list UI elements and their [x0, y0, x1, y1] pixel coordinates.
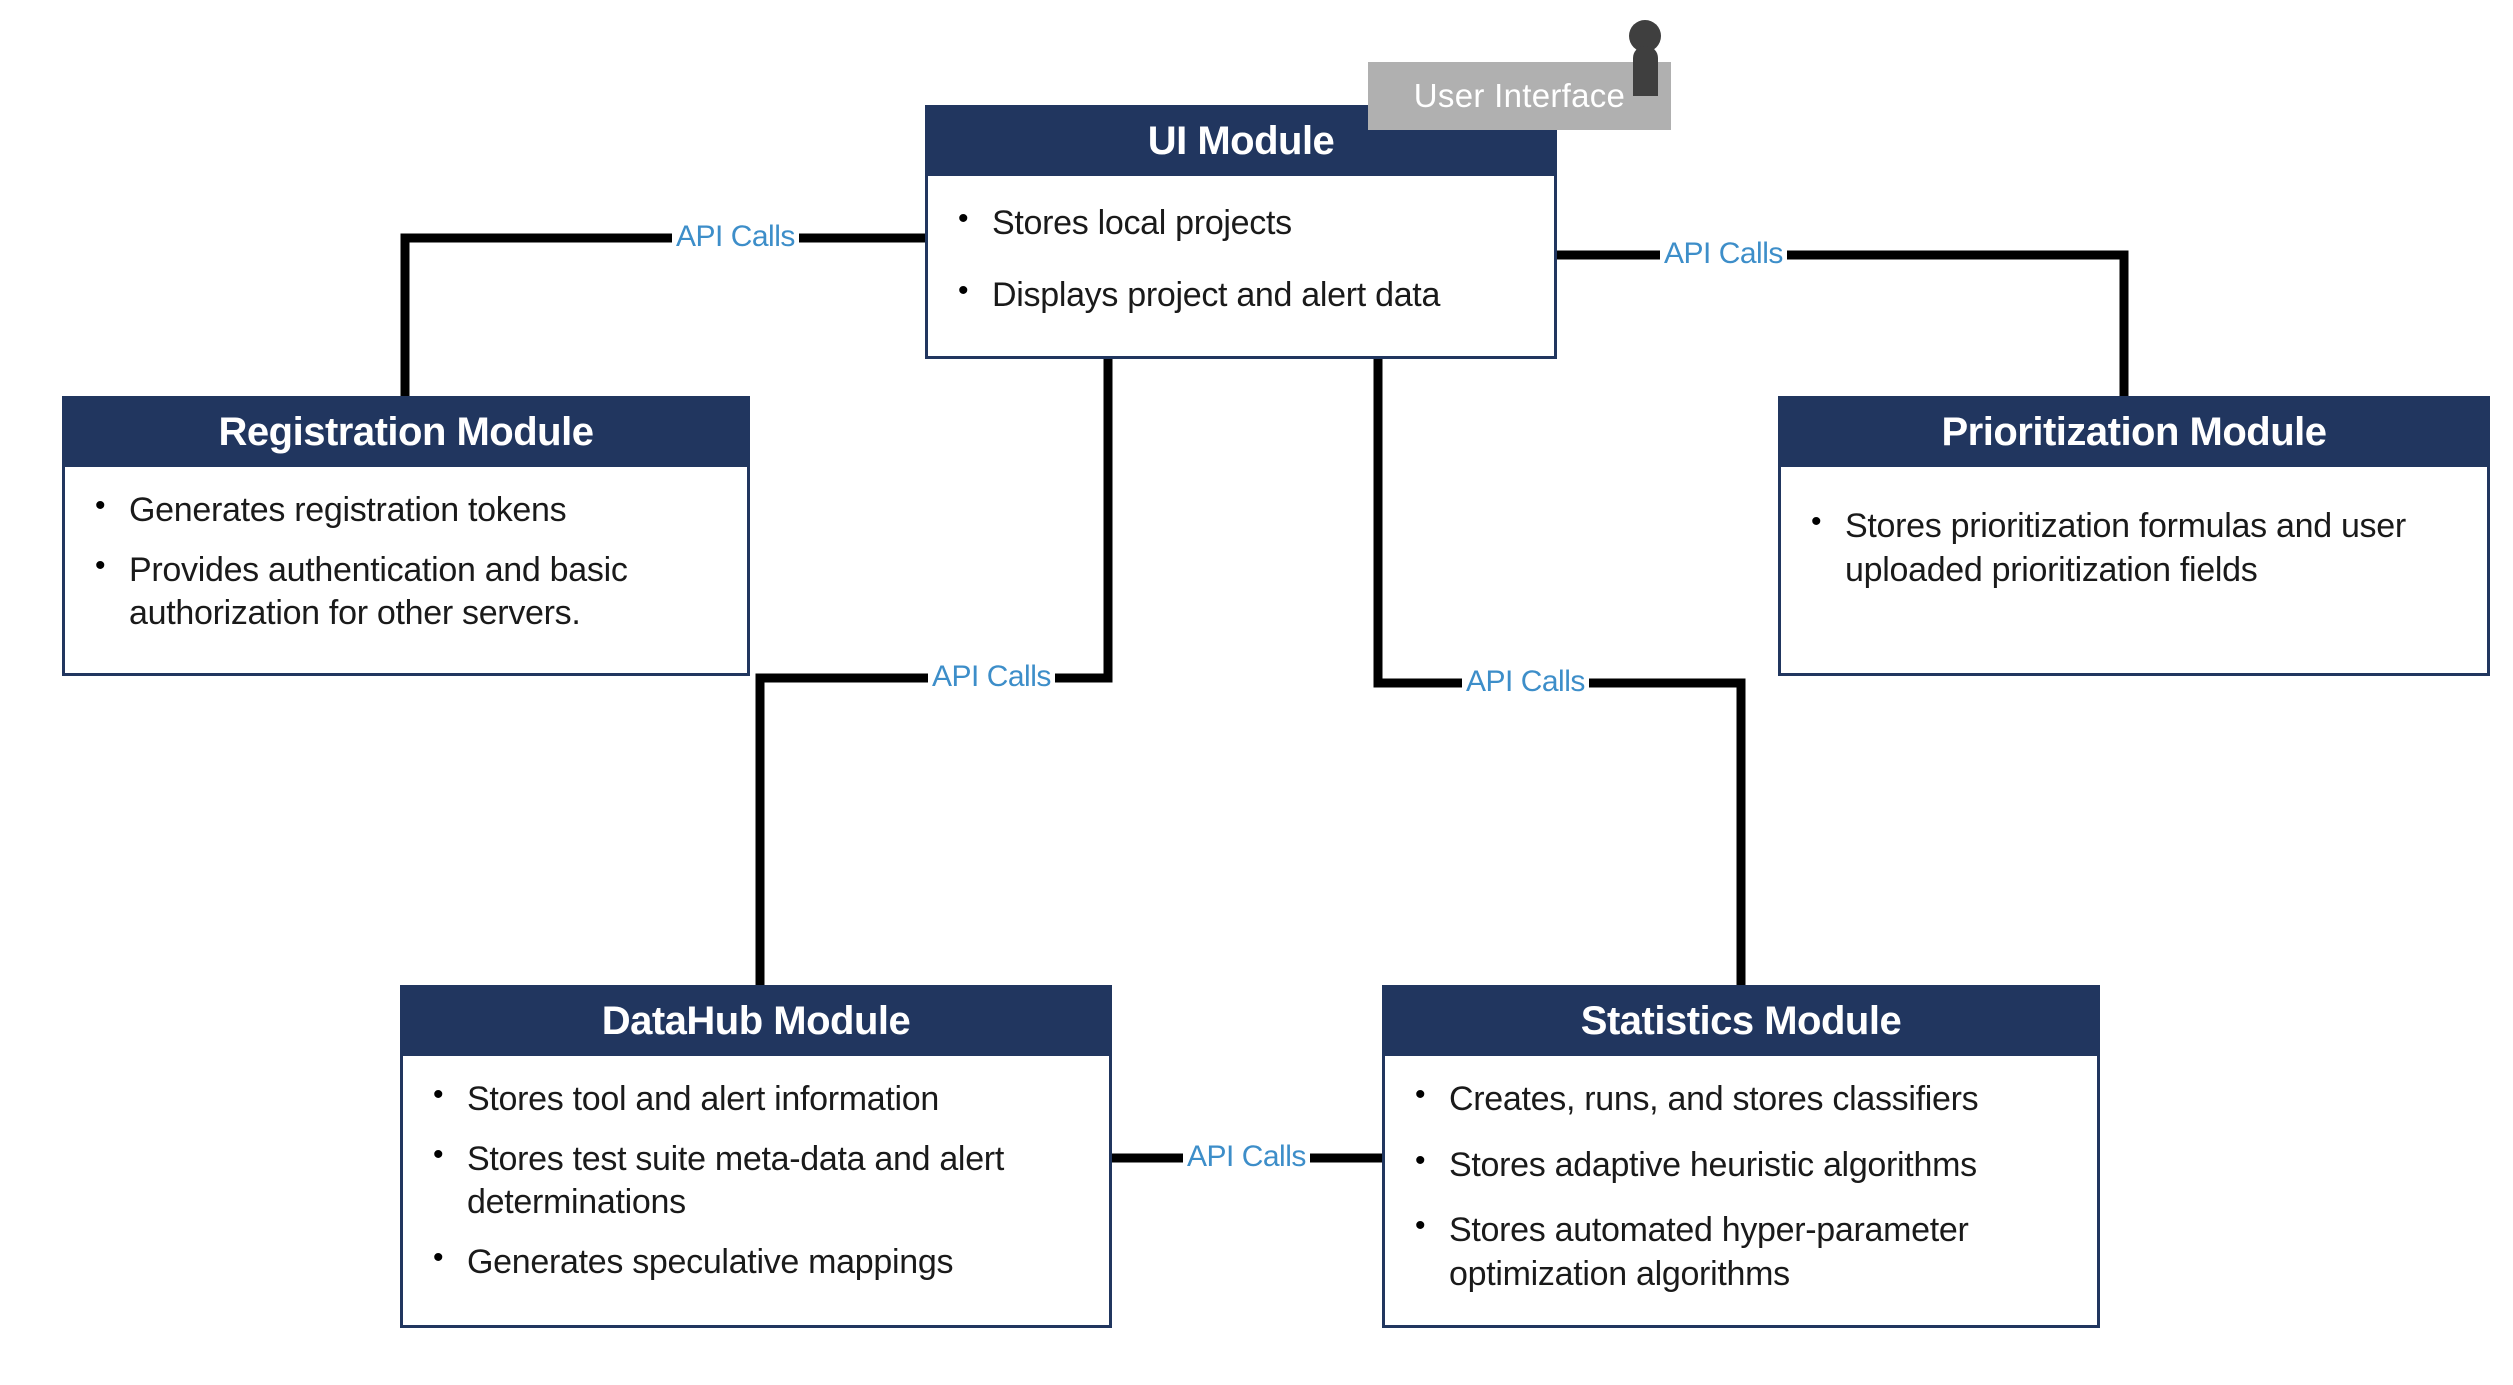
list-item: Creates, runs, and stores classifiers: [1401, 1076, 2081, 1122]
module-prioritization[interactable]: Prioritization Module Stores prioritizat…: [1778, 396, 2490, 676]
module-datahub-title: DataHub Module: [403, 988, 1109, 1056]
module-statistics-title: Statistics Module: [1385, 988, 2097, 1056]
module-statistics[interactable]: Statistics Module Creates, runs, and sto…: [1382, 985, 2100, 1328]
module-datahub-body: Stores tool and alert information Stores…: [403, 1056, 1109, 1325]
module-prioritization-body: Stores prioritization formulas and user …: [1781, 467, 2487, 673]
list-item: Stores prioritization formulas and user …: [1797, 503, 2471, 592]
module-registration[interactable]: Registration Module Generates registrati…: [62, 396, 750, 676]
connector-ui-registration: [400, 233, 930, 401]
module-prioritization-bullets: Stores prioritization formulas and user …: [1797, 503, 2471, 592]
list-item: Stores adaptive heuristic algorithms: [1401, 1142, 2081, 1188]
edge-label-ui-statistics: API Calls: [1462, 667, 1589, 697]
connector-ui-prioritization: [1552, 250, 2129, 401]
module-datahub[interactable]: DataHub Module Stores tool and alert inf…: [400, 985, 1112, 1328]
module-ui-body: Stores local projects Displays project a…: [928, 176, 1554, 356]
user-interface-actor-label: User Interface: [1368, 62, 1671, 130]
list-item: Stores automated hyper-parameter optimiz…: [1401, 1207, 2081, 1296]
list-item: Generates registration tokens: [81, 487, 731, 533]
module-datahub-bullets: Stores tool and alert information Stores…: [419, 1076, 1093, 1285]
module-registration-title: Registration Module: [65, 399, 747, 467]
module-ui[interactable]: UI Module Stores local projects Displays…: [925, 105, 1557, 359]
edge-label-ui-prioritization: API Calls: [1660, 239, 1787, 269]
person-actor-icon: [1622, 20, 1668, 96]
edge-label-ui-registration: API Calls: [672, 222, 799, 252]
edge-label-datahub-statistics: API Calls: [1183, 1142, 1310, 1172]
user-interface-actor-text: User Interface: [1413, 77, 1626, 114]
module-ui-bullets: Stores local projects Displays project a…: [944, 200, 1538, 318]
module-registration-bullets: Generates registration tokens Provides a…: [81, 487, 731, 636]
list-item: Stores tool and alert information: [419, 1076, 1093, 1122]
list-item: Generates speculative mappings: [419, 1239, 1093, 1285]
module-registration-body: Generates registration tokens Provides a…: [65, 467, 747, 673]
module-statistics-body: Creates, runs, and stores classifiers St…: [1385, 1056, 2097, 1328]
list-item: Stores test suite meta-data and alert de…: [419, 1136, 1093, 1225]
actor-body-shape: [1633, 46, 1658, 96]
list-item: Displays project and alert data: [944, 272, 1538, 318]
edge-label-ui-datahub: API Calls: [928, 662, 1055, 692]
list-item: Stores local projects: [944, 200, 1538, 246]
module-statistics-bullets: Creates, runs, and stores classifiers St…: [1401, 1076, 2081, 1296]
module-prioritization-title: Prioritization Module: [1781, 399, 2487, 467]
module-ui-title: UI Module: [928, 108, 1554, 176]
list-item: Provides authentication and basic author…: [81, 547, 731, 636]
